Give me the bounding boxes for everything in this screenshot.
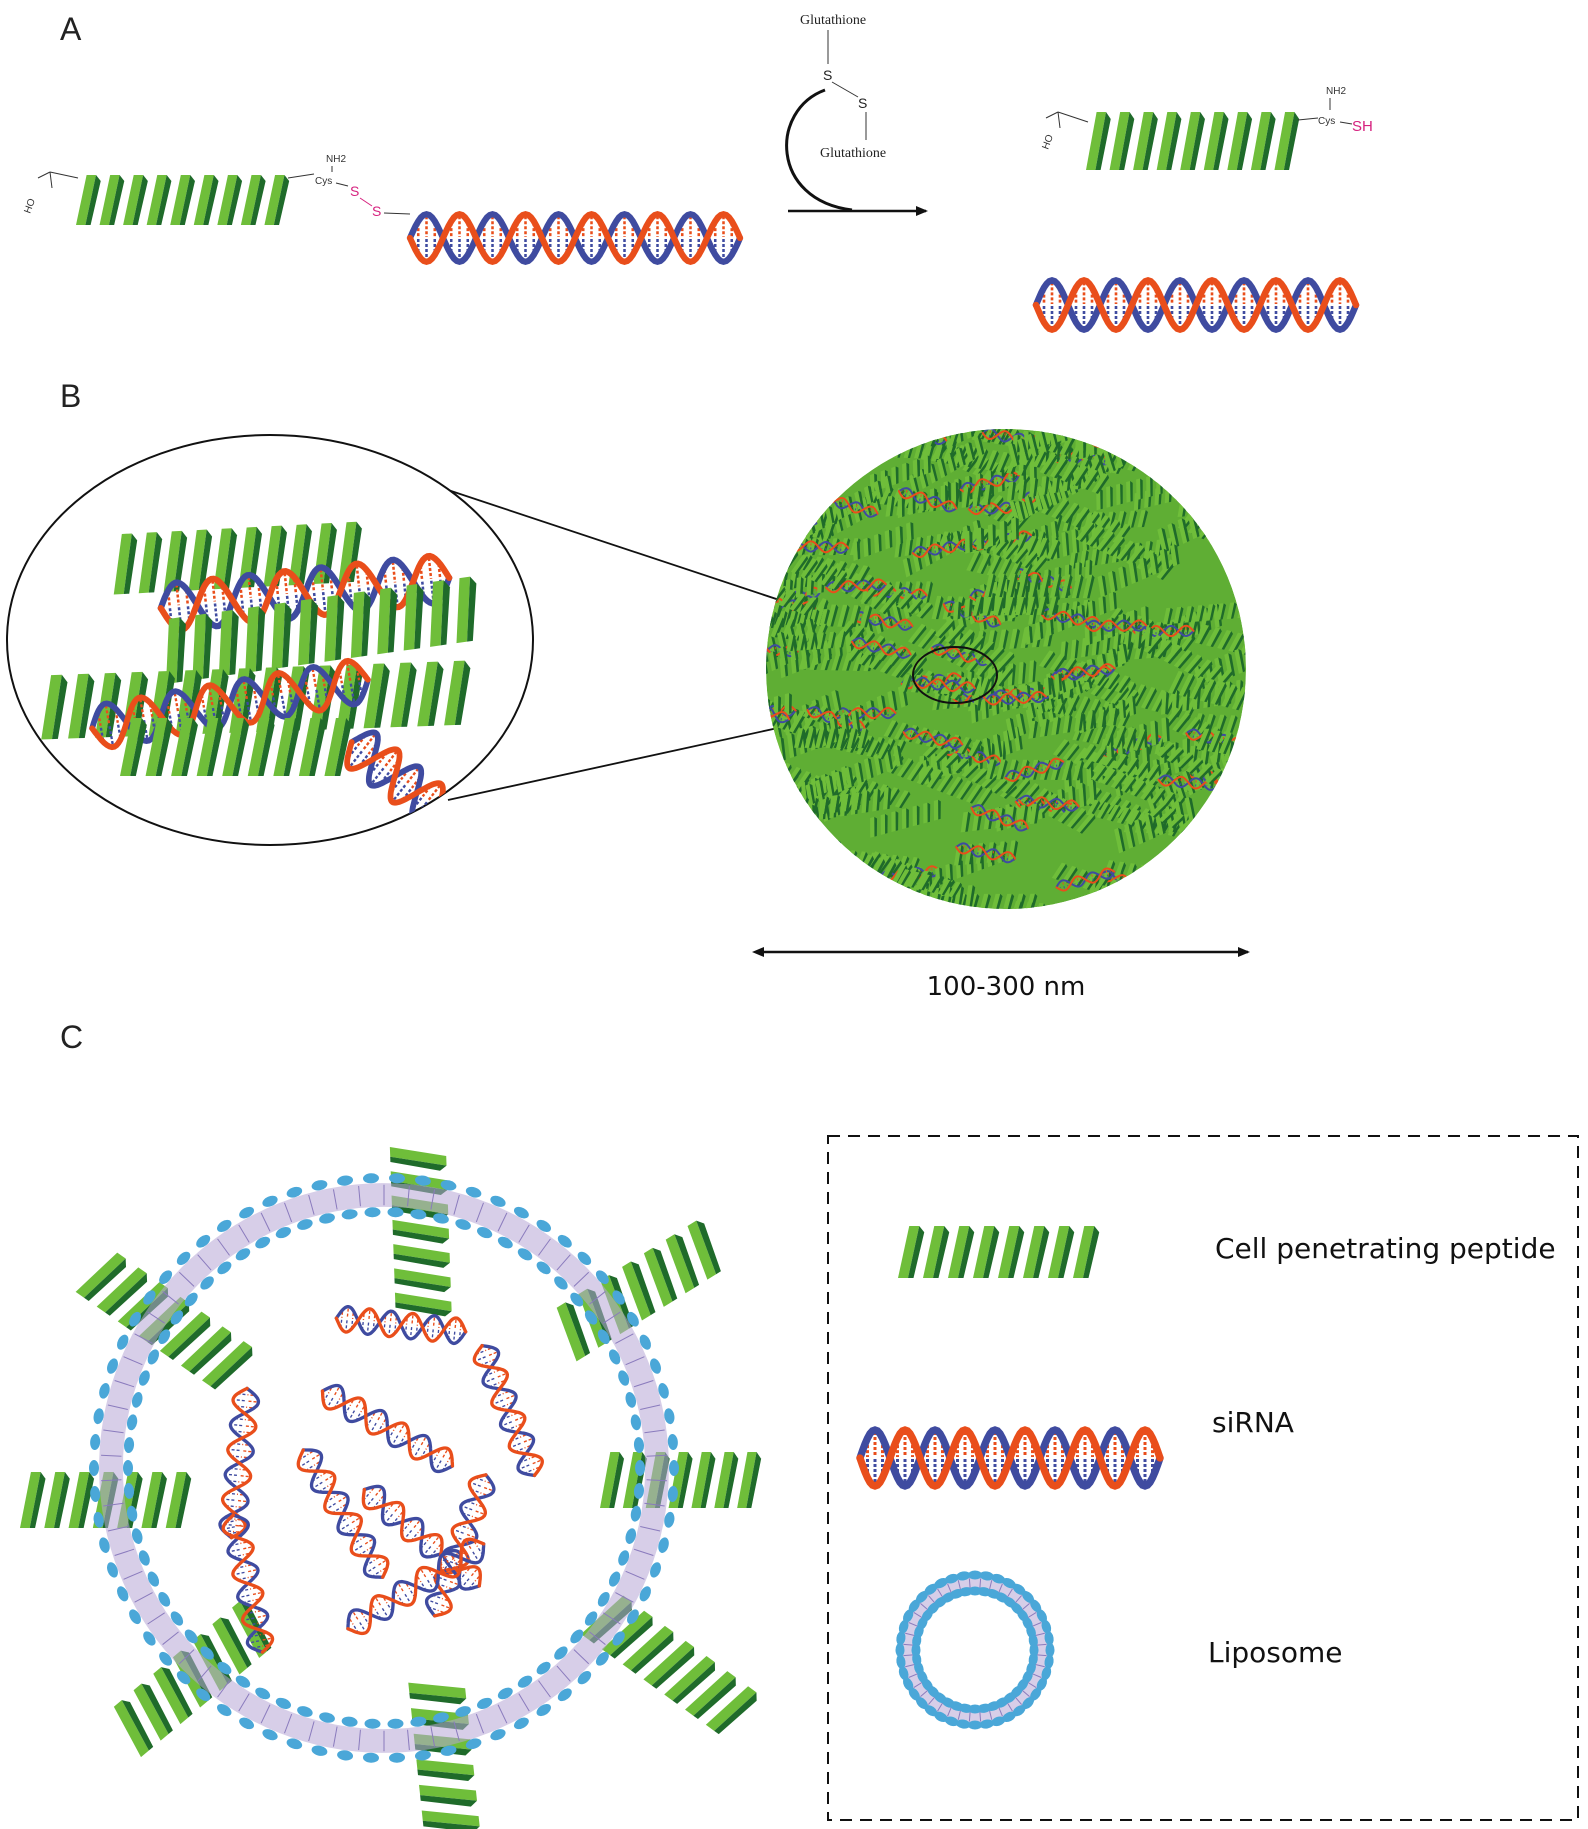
panel-b-letter: B [60, 378, 81, 414]
glutathione-sulfur-1: S [823, 67, 832, 83]
legend-label-liposome: Liposome [1208, 1636, 1343, 1669]
inner-sirna-1 [334, 1305, 468, 1346]
legend: Cell penetrating peptide siRNA Liposome [827, 1135, 1579, 1821]
legend-item-peptide: Cell penetrating peptide [898, 1226, 1556, 1278]
conjugate-sulfur-2: S [372, 203, 381, 219]
spike-upper-right [556, 1220, 721, 1362]
conjugate-nh2-label: NH2 [326, 154, 346, 165]
inner-sirna-5 [296, 1448, 390, 1579]
product-peptide-helix [1086, 112, 1300, 170]
zoom-region-marker [912, 646, 998, 704]
magnified-complex [6, 434, 534, 846]
inner-sirna-9 [346, 1537, 486, 1636]
scale-bar-label: 100-300 nm [927, 972, 1086, 1002]
conjugate-cys-label: Cys [315, 176, 332, 187]
panel-c: C [20, 1019, 1579, 1829]
sirna-double-helix-icon [856, 1426, 1164, 1490]
legend-item-liposome: Liposome [895, 1570, 1343, 1730]
legend-label-sirna: siRNA [1212, 1406, 1294, 1439]
peptide-helix-icon [898, 1226, 1100, 1278]
spike-lower-right [581, 1595, 757, 1735]
conjugate: HO NH2 Cys S S [22, 154, 744, 266]
product-cys-label: Cys [1318, 116, 1335, 127]
inner-sirna-3 [320, 1383, 455, 1474]
product-sirna [1032, 277, 1360, 333]
glutathione-sulfur-2: S [858, 95, 867, 111]
legend-label-peptide: Cell penetrating peptide [1215, 1232, 1556, 1265]
zoom-peptide-2 [166, 576, 477, 684]
inner-sirna-4 [472, 1343, 544, 1478]
conjugate-sirna [406, 210, 744, 266]
zoom-peptide-1 [113, 521, 362, 595]
zoom-peptide-4 [120, 718, 352, 776]
conjugate-acid-group: HO [22, 171, 79, 215]
conjugate-peptide-helix [76, 175, 290, 225]
inner-sirna-8 [424, 1473, 496, 1618]
glutathione-bottom-label: Glutathione [820, 146, 886, 161]
panel-b: B 100-300 nm [6, 378, 1250, 1002]
conjugate-sulfur-1: S [350, 183, 359, 199]
panel-a: A HO NH2 Cys S S Glutathione S [22, 11, 1373, 333]
panel-a-letter: A [60, 11, 82, 47]
product-nh2-label: NH2 [1326, 86, 1346, 97]
spike-right [600, 1452, 762, 1508]
panel-c-letter: C [60, 1019, 83, 1055]
inner-sirna-7 [221, 1513, 275, 1654]
reaction-arrow: Glutathione S S Glutathione [785, 13, 928, 216]
legend-item-sirna: siRNA [856, 1406, 1294, 1490]
conjugate-acid-label: HO [22, 197, 38, 215]
liposome [89, 1173, 679, 1763]
liposome-icon [895, 1570, 1055, 1730]
glutathione-top-label: Glutathione [800, 13, 866, 28]
encapsulated-sirnas [218, 1305, 544, 1654]
legend-box [827, 1135, 1579, 1821]
product-sh-label: SH [1352, 118, 1373, 135]
nanoparticle [766, 429, 1246, 909]
inner-sirna-2 [218, 1386, 261, 1540]
product-peptide: HO NH2 Cys SH [1040, 86, 1373, 170]
product-acid-label: HO [1040, 133, 1056, 151]
spike-top [389, 1147, 452, 1317]
